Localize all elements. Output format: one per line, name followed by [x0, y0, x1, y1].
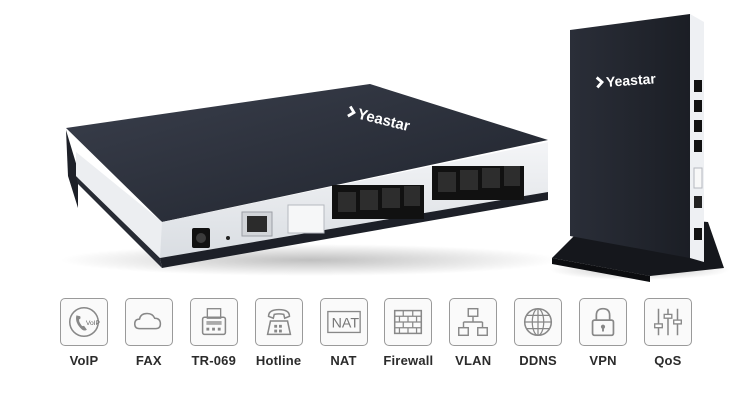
svg-text:Yeastar: Yeastar: [605, 70, 656, 89]
nat-icon: NAT: [319, 298, 368, 346]
svg-text:VoIP: VoIP: [86, 320, 101, 327]
fxs-ports-group-1: [332, 185, 424, 219]
tower-side-panel: [690, 14, 704, 262]
feature-ddns: DDNS: [510, 298, 566, 378]
globe-icon: [514, 298, 563, 346]
blank-slot: [287, 204, 325, 234]
gateway-lid: [66, 84, 548, 222]
telephone-icon: [254, 298, 303, 346]
feature-label: VPN: [589, 353, 617, 368]
product-image: Yeastar Yeastar: [60, 14, 730, 282]
network-tree-icon: [449, 298, 498, 346]
feature-vpn: VPN: [575, 298, 631, 378]
fax-machine-icon: [189, 298, 238, 346]
feature-nat: NAT NAT: [316, 298, 372, 378]
cloud-fax-icon: [124, 298, 173, 346]
feature-label: FAX: [135, 353, 162, 368]
padlock-icon: [579, 298, 627, 346]
feature-firewall: Firewall: [380, 298, 436, 378]
feature-list: VoIP VoIP FAX TR-069: [56, 298, 696, 378]
brick-wall-icon: [384, 298, 433, 346]
feature-label: VoIP: [69, 353, 99, 368]
feature-hotline: Hotline: [251, 298, 307, 378]
gateway-horizontal: Yeastar: [60, 84, 560, 276]
feature-vlan: VLAN: [445, 298, 501, 378]
feature-label: NAT: [330, 353, 357, 368]
sliders-icon: [643, 298, 692, 346]
feature-label: QoS: [654, 353, 682, 368]
gateway-vertical: Yeastar: [550, 14, 730, 282]
feature-voip: VoIP VoIP: [56, 298, 112, 378]
feature-label: DDNS: [519, 353, 557, 368]
voip-icon: VoIP: [60, 298, 108, 346]
svg-text:NAT: NAT: [331, 316, 359, 332]
feature-label: VLAN: [455, 353, 492, 368]
brand-logo-vertical: Yeastar: [595, 70, 657, 90]
feature-label: TR-069: [191, 353, 237, 368]
feature-fax: FAX: [121, 298, 177, 378]
feature-label: Hotline: [255, 353, 302, 368]
feature-tr069: TR-069: [186, 298, 242, 378]
feature-label: Firewall: [383, 353, 434, 368]
feature-qos: QoS: [640, 298, 696, 378]
fxs-ports-group-2: [432, 166, 524, 200]
